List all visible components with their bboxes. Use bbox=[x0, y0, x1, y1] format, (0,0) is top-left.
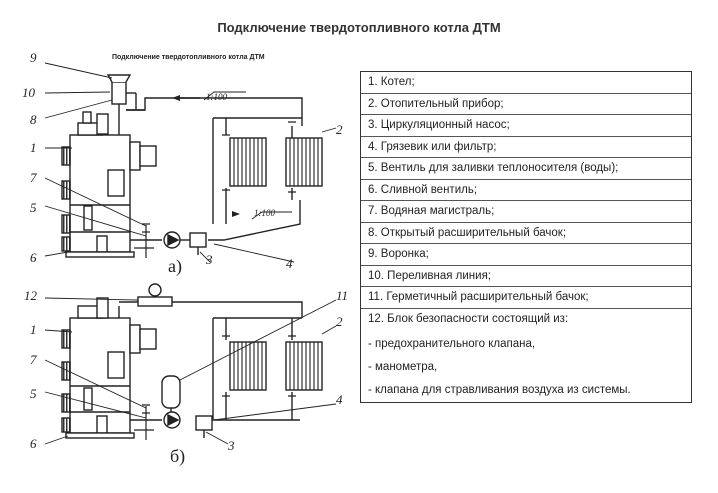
legend-row: 9. Воронка; bbox=[361, 244, 691, 266]
callout-4: 4 bbox=[286, 256, 293, 271]
callout-1-b: 1 bbox=[30, 322, 37, 337]
page-title: Подключение твердотопливного котла ДТМ bbox=[217, 20, 501, 35]
legend-table: 1. Котел; 2. Отопительный прибор; 3. Цир… bbox=[360, 71, 692, 403]
return-main-a bbox=[130, 200, 301, 241]
leader-lines-b bbox=[44, 297, 337, 445]
pump-b bbox=[163, 411, 181, 429]
scheme-b: 12 11 2 1 7 5 6 3 4 б) bbox=[24, 283, 348, 467]
callout-2-b: 2 bbox=[336, 314, 343, 329]
legend-row: 7. Водяная магистраль; bbox=[361, 201, 691, 223]
legend-sub-item: - манометра, bbox=[368, 361, 438, 373]
callout-10: 10 bbox=[22, 85, 36, 100]
boiler-b bbox=[61, 297, 157, 439]
legend-row: 4. Грязевик или фильтр; bbox=[361, 137, 691, 158]
legend-row: 10. Переливная линия; bbox=[361, 266, 691, 287]
legend-row: 1. Котел; bbox=[361, 72, 691, 94]
radiator-a-2 bbox=[285, 137, 323, 187]
legend-sub-item: - клапана для стравливания воздуха из си… bbox=[368, 384, 631, 396]
legend-row: 6. Сливной вентиль; bbox=[361, 180, 691, 201]
callout-11: 11 bbox=[336, 288, 348, 303]
variant-label-a: а) bbox=[168, 256, 182, 277]
legend-row: 2. Отопительный прибор; bbox=[361, 94, 691, 115]
radiator-b-2 bbox=[285, 341, 323, 391]
callout-9: 9 bbox=[30, 50, 37, 65]
callout-7-b: 7 bbox=[30, 352, 37, 367]
slope-label-bottom: 1:100 bbox=[254, 208, 275, 218]
supply-main-b bbox=[119, 301, 303, 318]
radiator-a-1 bbox=[229, 137, 267, 187]
filter-b bbox=[195, 415, 213, 438]
legend-row: 8. Открытый расширительный бачок; bbox=[361, 223, 691, 244]
legend-row: 5. Вентиль для заливки теплоносителя (во… bbox=[361, 158, 691, 180]
slope-label-top: 1:100 bbox=[206, 92, 227, 102]
callout-2: 2 bbox=[336, 122, 343, 137]
scheme-a: Подключение твердотопливного котла ДТМ bbox=[22, 50, 343, 277]
variant-label-b: б) bbox=[170, 446, 185, 467]
callout-12: 12 bbox=[24, 288, 38, 303]
leader-lines-a bbox=[44, 62, 337, 263]
legend-row: 3. Циркуляционный насос; bbox=[361, 115, 691, 137]
legend-item-12: 12. Блок безопасности состоящий из: bbox=[361, 309, 691, 330]
callout-5: 5 bbox=[30, 200, 37, 215]
legend-item-12-label: 12. Блок безопасности состоящий из: bbox=[368, 312, 569, 325]
callout-7: 7 bbox=[30, 170, 37, 185]
callout-5-b: 5 bbox=[30, 386, 37, 401]
callout-1: 1 bbox=[30, 140, 37, 155]
pump-a bbox=[163, 231, 190, 249]
supply-main-a bbox=[126, 97, 303, 126]
callout-3-b: 3 bbox=[227, 438, 235, 453]
callout-6: 6 bbox=[30, 250, 37, 265]
callout-6-b: 6 bbox=[30, 436, 37, 451]
legend-row: 11. Герметичный расширительный бачок; bbox=[361, 287, 691, 309]
radiator-b-1 bbox=[229, 341, 267, 391]
callout-8: 8 bbox=[30, 112, 37, 127]
callout-3: 3 bbox=[205, 252, 213, 267]
legend-sub-item: - предохранительного клапана, bbox=[368, 338, 536, 350]
callout-4-b: 4 bbox=[336, 392, 343, 407]
safety-block bbox=[137, 283, 173, 307]
filter-a bbox=[189, 232, 207, 255]
open-expansion-tank bbox=[106, 74, 145, 135]
drawing-subtitle: Подключение твердотопливного котла ДТМ bbox=[112, 54, 265, 61]
